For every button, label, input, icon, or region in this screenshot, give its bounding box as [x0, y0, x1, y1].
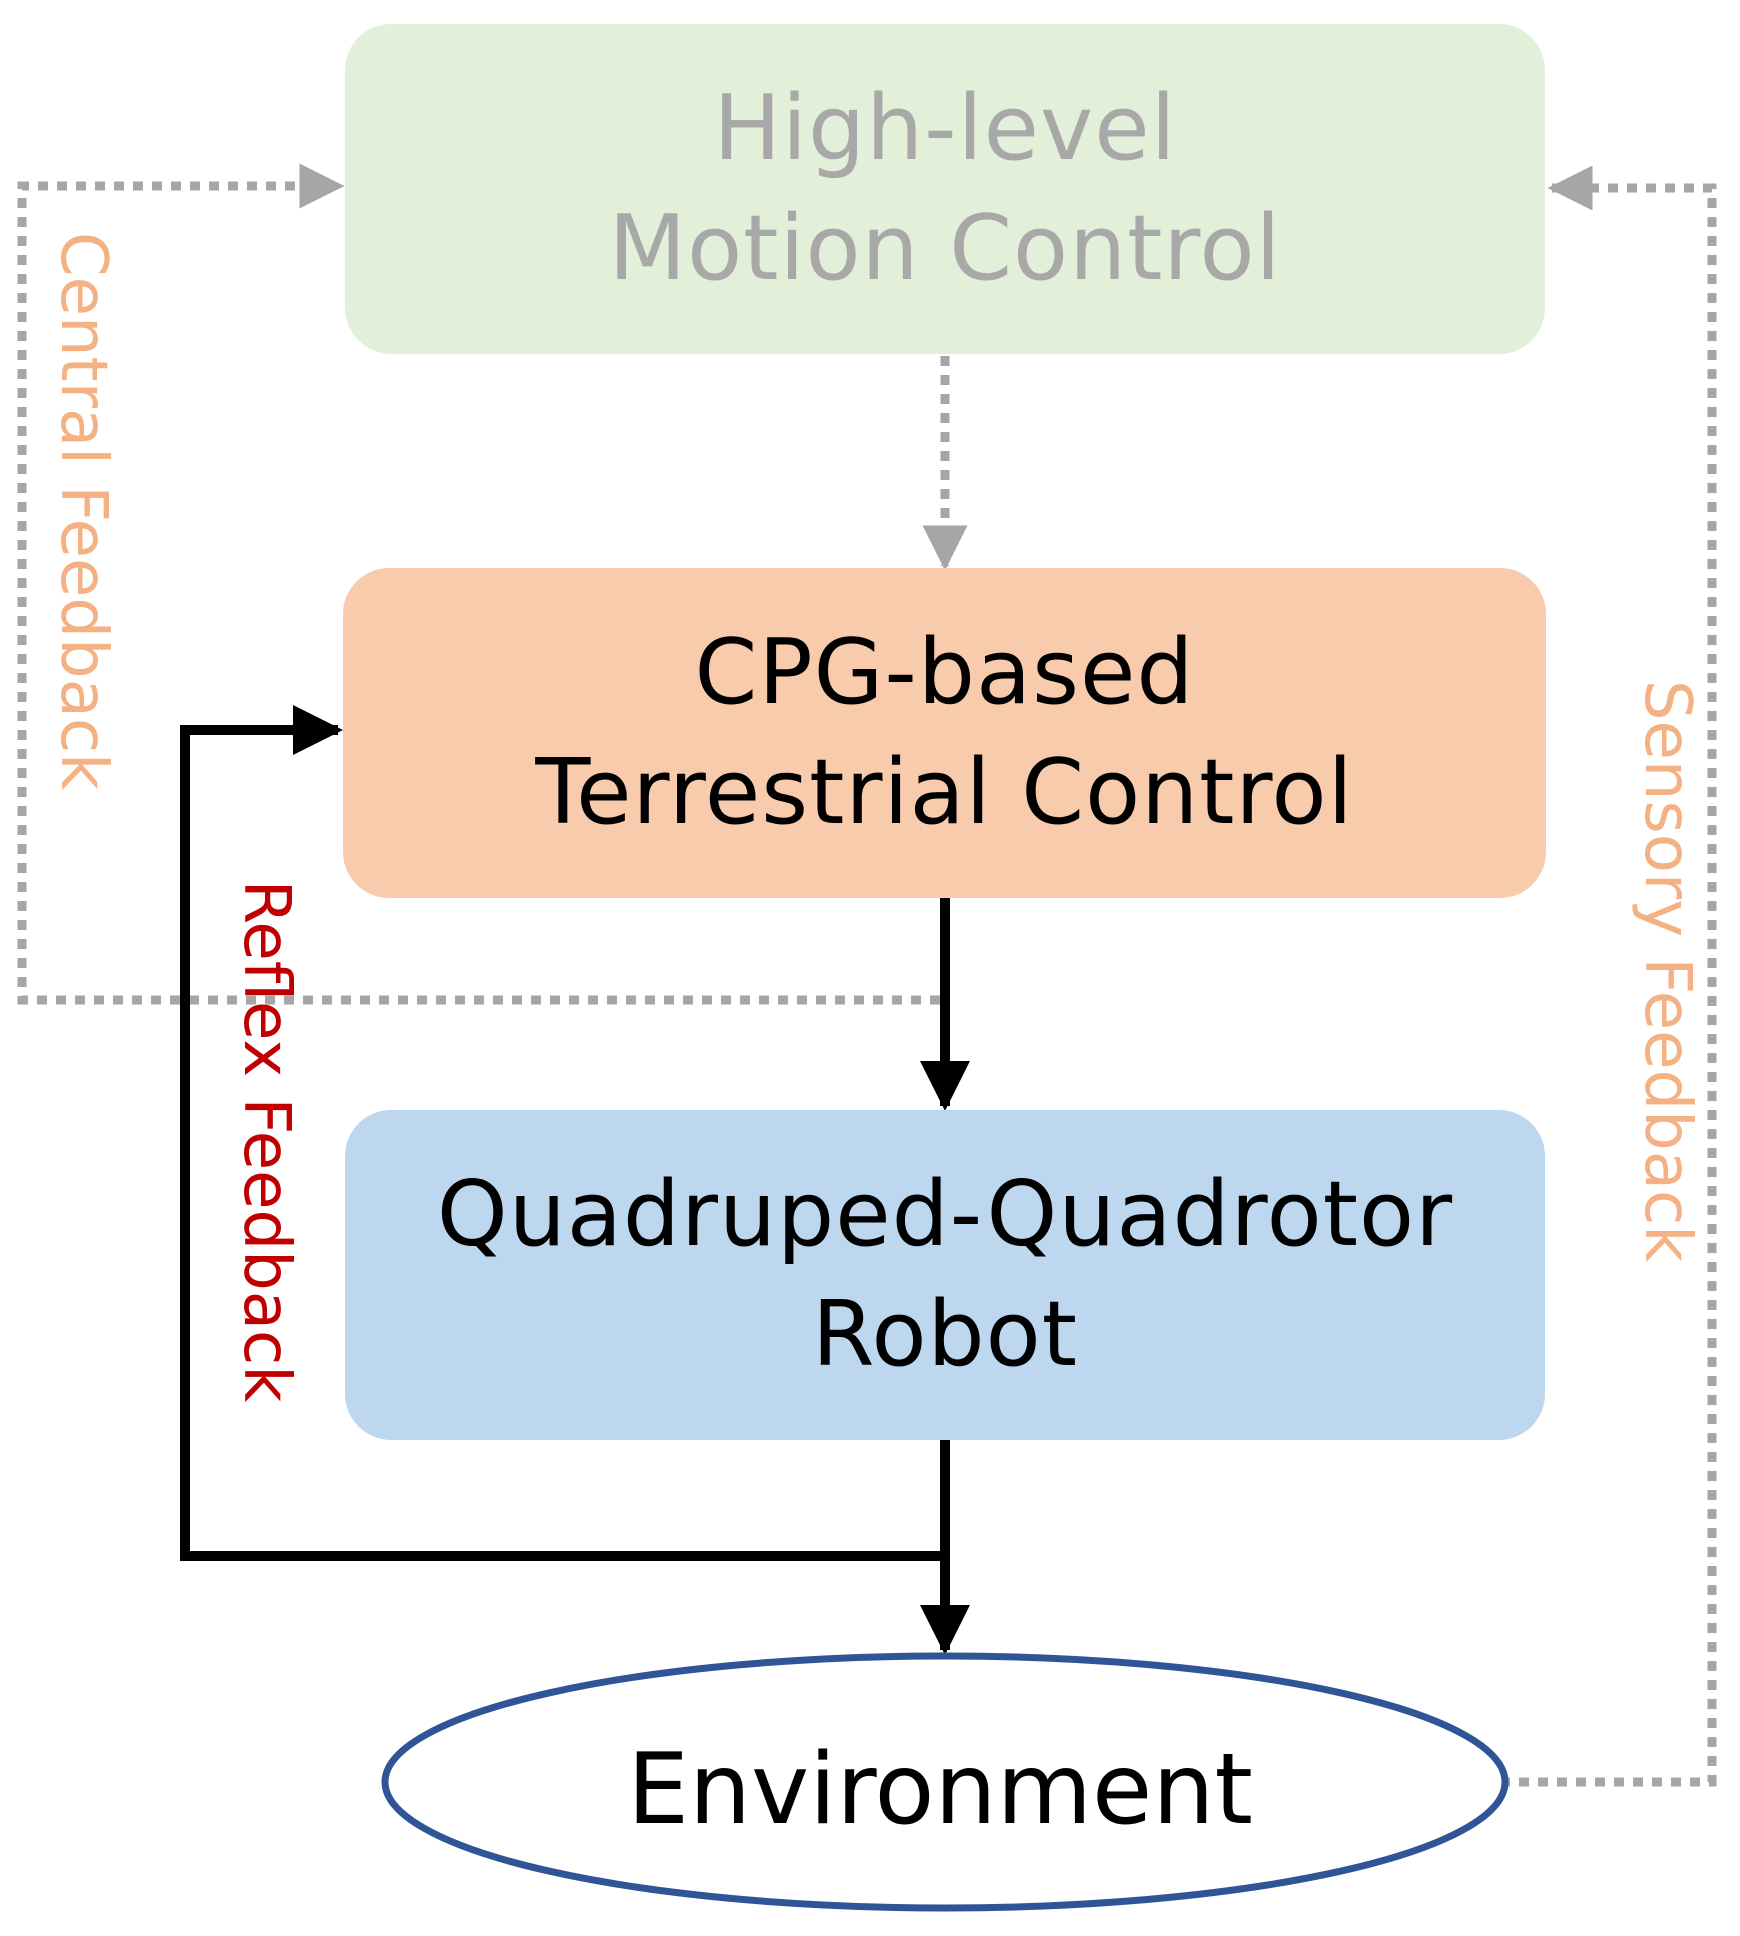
quadruped-quadrotor-robot-box: Quadruped-Quadrotor Robot [345, 1110, 1545, 1440]
solid-reflex-feedback-loop [180, 705, 945, 1561]
robot-line2: Robot [811, 1282, 1079, 1387]
reflex-feedback-label: Reflex Feedback [229, 879, 303, 1403]
cpg-terrestrial-control-box: CPG-based Terrestrial Control [343, 568, 1546, 898]
cpg-line2: Terrestrial Control [535, 740, 1354, 845]
dotted-central-feedback-loop [17, 163, 940, 1005]
environment-label: Environment [627, 1733, 1253, 1847]
cpg-line1: CPG-based [694, 620, 1195, 725]
dotted-sensory-feedback-loop [1500, 165, 1717, 1787]
robot-line1: Quadruped-Quadrotor [436, 1162, 1454, 1267]
central-feedback-label: Central Feedback [46, 231, 120, 791]
environment-ellipse [381, 1652, 1509, 1912]
sensory-feedback-label: Sensory Feedback [1630, 679, 1704, 1263]
high-level-line1: High-level [713, 76, 1177, 181]
high-level-line2: Motion Control [608, 196, 1282, 301]
high-level-motion-control-box: High-level Motion Control [345, 24, 1545, 354]
